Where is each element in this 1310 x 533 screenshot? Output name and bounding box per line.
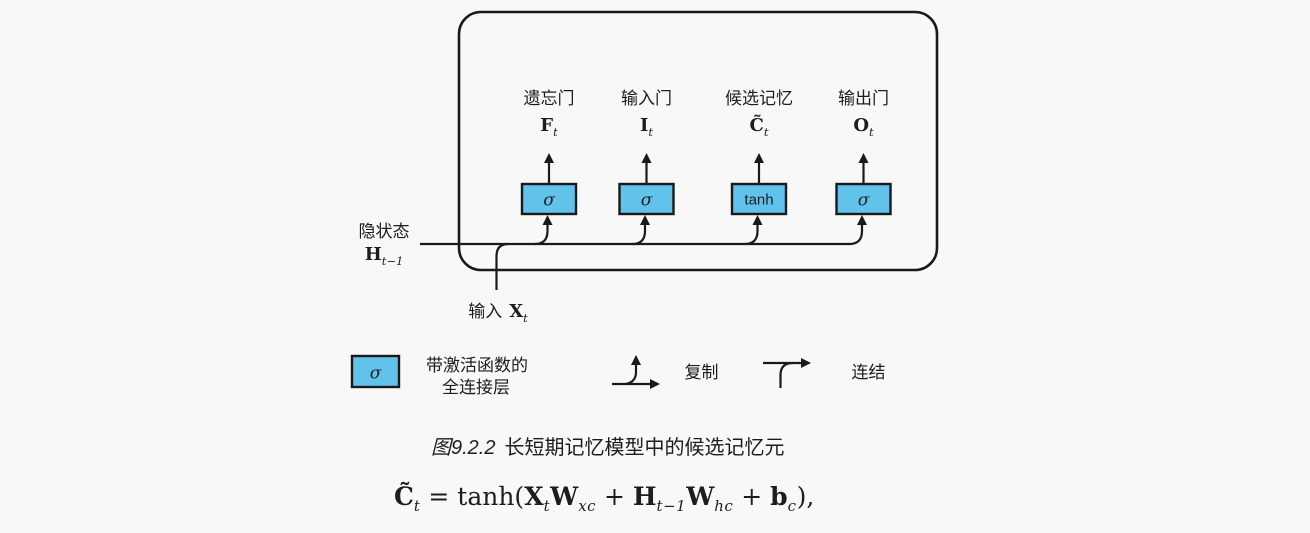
formula-subscript: xc [578, 497, 597, 515]
lstm-diagram-svg: 遗忘门 Ft σ 输入门 It σ 候选记忆 C̃t tanh 输出门 [350, 10, 939, 397]
hidden-state-text: 隐状态 [359, 222, 410, 241]
candidate-memory-formula: C̃t = tanh(XtWxc + Ht−1Whc + bc), [394, 482, 814, 515]
gate-candidate-memory: 候选记忆 C̃t tanh [725, 89, 793, 246]
formula-term: X [524, 482, 544, 511]
formula-subscript: hc [714, 497, 734, 515]
gate-input-arrow [744, 215, 763, 246]
formula-subscript: c [787, 497, 797, 515]
activation-box-sigma [835, 182, 892, 216]
input-label-text: 输入 [468, 302, 502, 321]
figure-caption: 图9.2.2 长短期记忆模型中的候选记忆元 [431, 431, 784, 460]
hidden-state-symbol-main: H [365, 244, 382, 265]
gate-forget: 遗忘门 Ft σ [520, 89, 578, 246]
concatenate-icon [763, 358, 811, 388]
gate-label: 输入门 [621, 89, 672, 108]
legend-activation-symbol: σ [370, 364, 382, 384]
gate-label: 输出门 [838, 89, 889, 108]
gate-symbol: Ot [853, 115, 874, 139]
formula-term: b [770, 482, 788, 511]
hidden-state-label: 隐状态 Ht−1 [359, 222, 410, 268]
hidden-state-symbol-sub: t−1 [382, 254, 404, 268]
gate-label: 遗忘门 [524, 89, 575, 108]
gate-label: 候选记忆 [725, 89, 793, 108]
figure-title: 长短期记忆模型中的候选记忆元 [504, 437, 785, 459]
formula-subscript: t [413, 497, 421, 515]
legend-activation-box [350, 354, 401, 389]
legend-fc-label-line1: 带激活函数的 [426, 356, 528, 375]
activation-op: σ [641, 191, 653, 211]
gate-symbol-sub: t [553, 125, 558, 139]
formula-subscript: t [543, 497, 551, 515]
lstm-cell-frame [457, 10, 939, 272]
gate-symbol-main: I [640, 115, 648, 136]
figure-number: 图9.2.2 [431, 437, 496, 459]
activation-op: tanh [744, 192, 773, 209]
formula-term: W [686, 482, 715, 511]
input-xt-label: 输入 Xt [468, 301, 528, 325]
gate-input-arrow [534, 215, 553, 246]
formula-term: ), [796, 482, 815, 511]
formula-term: + [733, 482, 771, 511]
gate-input-arrow [849, 215, 867, 246]
gate-symbol-sub: t [869, 125, 874, 139]
legend-fc-label-line2: 全连接层 [442, 378, 510, 397]
gate-symbol-main: C̃ [750, 114, 764, 136]
activation-box-tanh [730, 182, 788, 216]
formula-term: H [632, 482, 657, 511]
formula-term: W [550, 482, 579, 511]
formula-term: C̃ [394, 482, 414, 511]
gate-symbol-main: O [853, 115, 869, 136]
gate-symbol-sub: t [648, 125, 653, 139]
formula-term: + [596, 482, 633, 511]
gate-input-arrow [632, 215, 650, 246]
legend: σ 带激活函数的 全连接层 复制 连结 [350, 354, 886, 397]
input-symbol-sub: t [523, 311, 528, 325]
gate-output: 输出门 Ot σ [835, 89, 892, 246]
legend-copy-label: 复制 [685, 363, 719, 382]
formula-term: = tanh( [420, 482, 525, 511]
input-symbol-main: X [509, 301, 523, 322]
activation-op: σ [543, 191, 555, 211]
gate-symbol: C̃t [750, 114, 769, 139]
gate-symbol: It [640, 115, 653, 139]
gate-symbol-sub: t [764, 125, 769, 139]
hidden-state-symbol: Ht−1 [365, 244, 404, 268]
activation-op: σ [858, 191, 870, 211]
copy-icon [612, 355, 660, 389]
activation-box-sigma [618, 182, 675, 216]
formula-subscript: t−1 [656, 497, 687, 515]
gate-symbol-main: F [540, 115, 553, 136]
input-xt-wire [495, 242, 509, 290]
legend-concat-label: 连结 [852, 363, 886, 382]
gate-input: 输入门 It σ [618, 89, 675, 246]
activation-box-sigma [520, 182, 578, 216]
gate-symbol: Ft [540, 115, 558, 139]
